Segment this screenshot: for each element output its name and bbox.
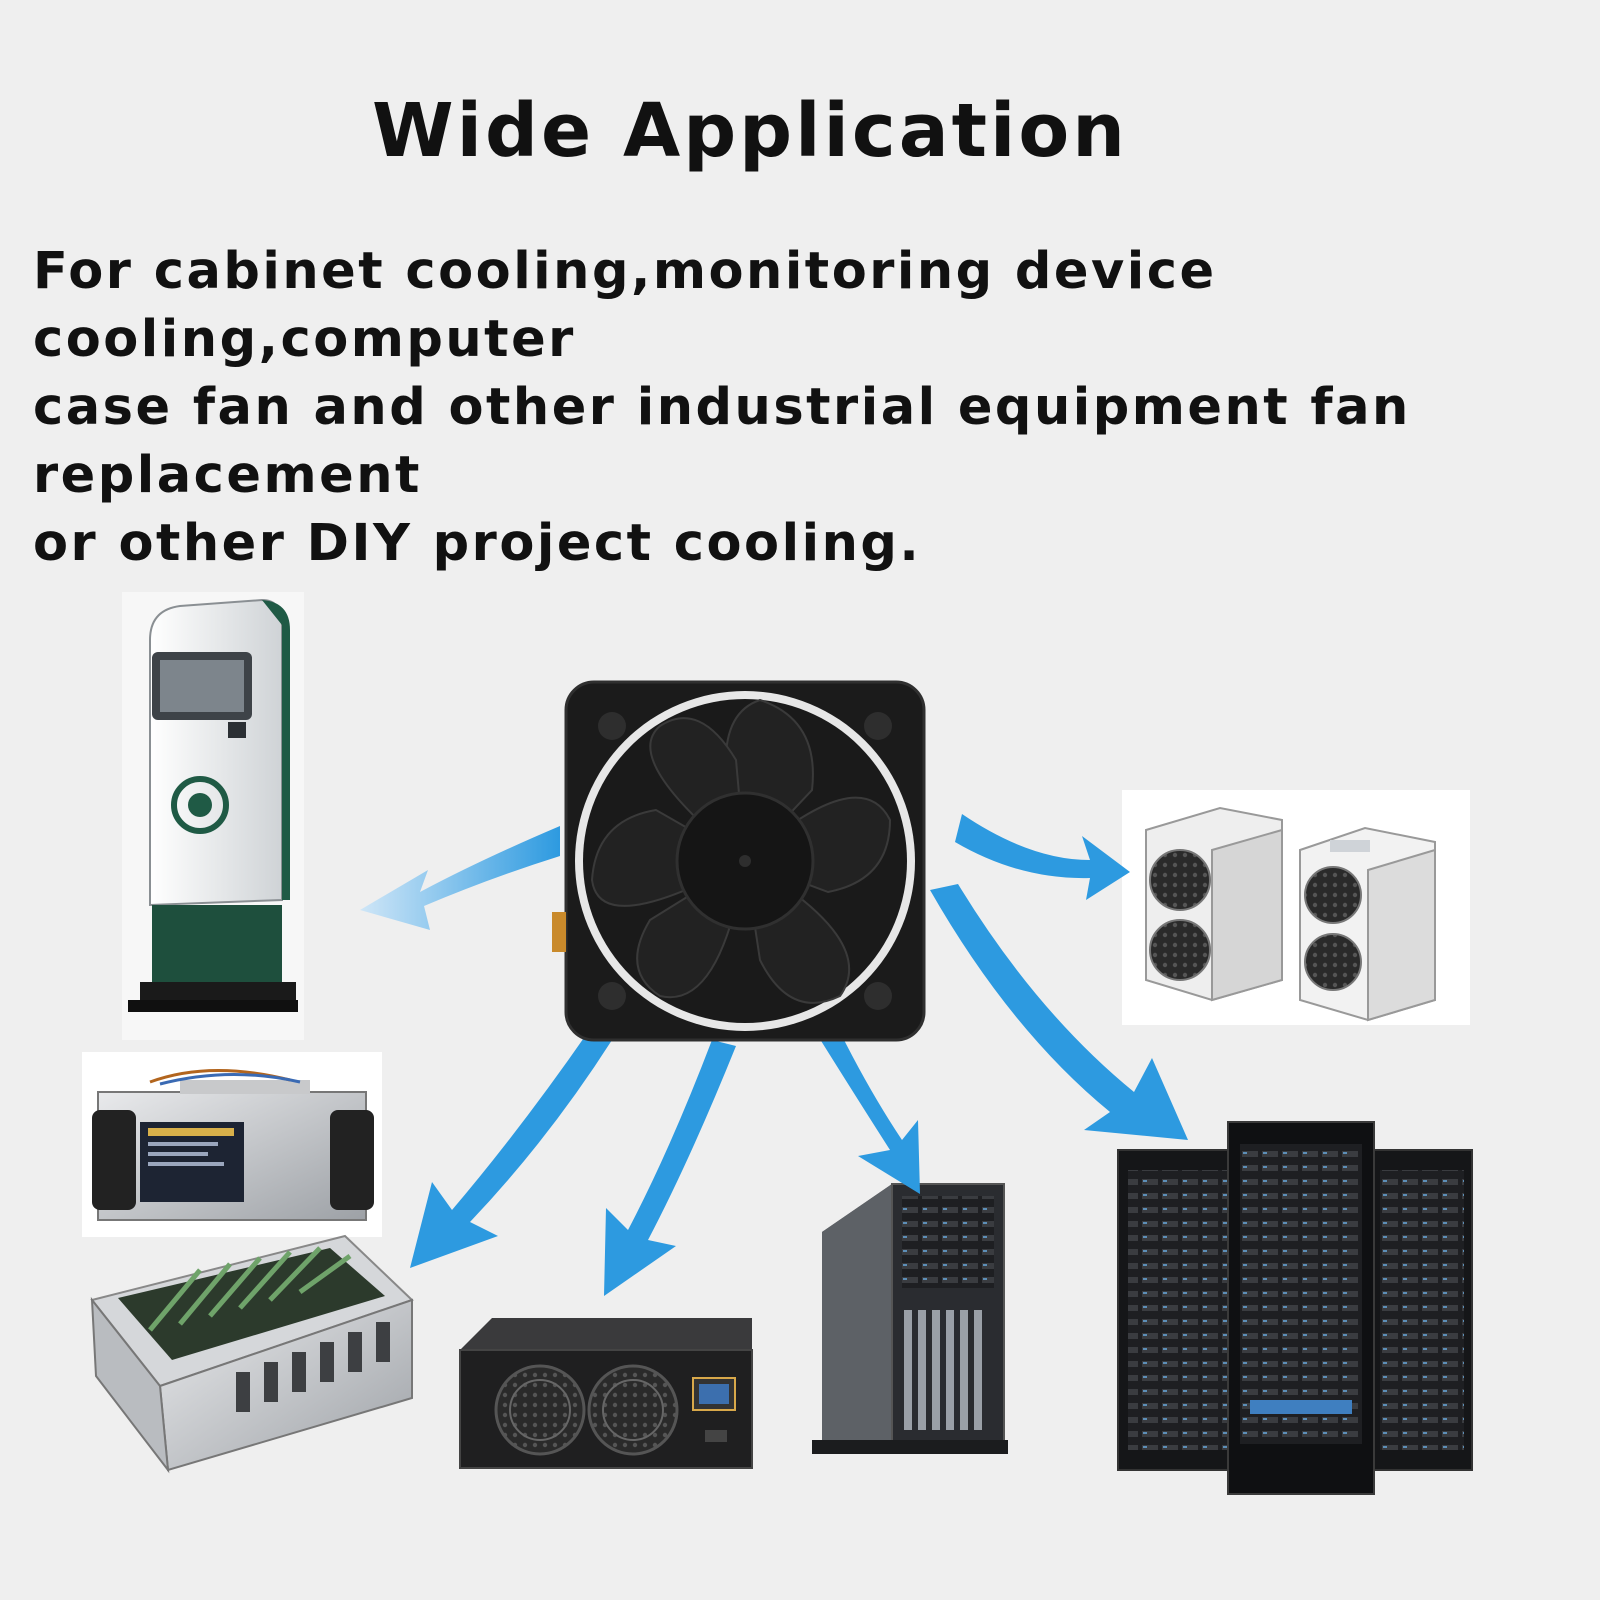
page-title: Wide Application [372,88,1128,174]
tower-server-icon [812,1183,1008,1454]
server-rack-icon [1117,1121,1473,1495]
arrow-to-kiosk [360,826,560,930]
kiosk-terminal-icon [122,592,304,1040]
arrow-to-psu [604,1040,736,1296]
arrow-to-tower [818,1032,920,1194]
description-line-3: or other DIY project cooling. [33,514,922,573]
description: For cabinet cooling,monitoring device co… [33,238,1573,578]
mining-rig-icon [90,1234,414,1474]
asic-miner-icon [1122,790,1470,1025]
arrow-to-asic [955,814,1130,900]
arrow-to-racks [930,884,1188,1140]
cooling-fan-icon [552,680,926,1042]
power-supply-icon [459,1318,753,1469]
description-line-1: For cabinet cooling,monitoring device co… [33,242,1217,369]
description-line-2: case fan and other industrial equipment … [33,378,1411,505]
airflow-arrows [360,814,1188,1296]
arrow-to-miner-small [410,1032,612,1268]
miner-box-icon [82,1052,382,1237]
